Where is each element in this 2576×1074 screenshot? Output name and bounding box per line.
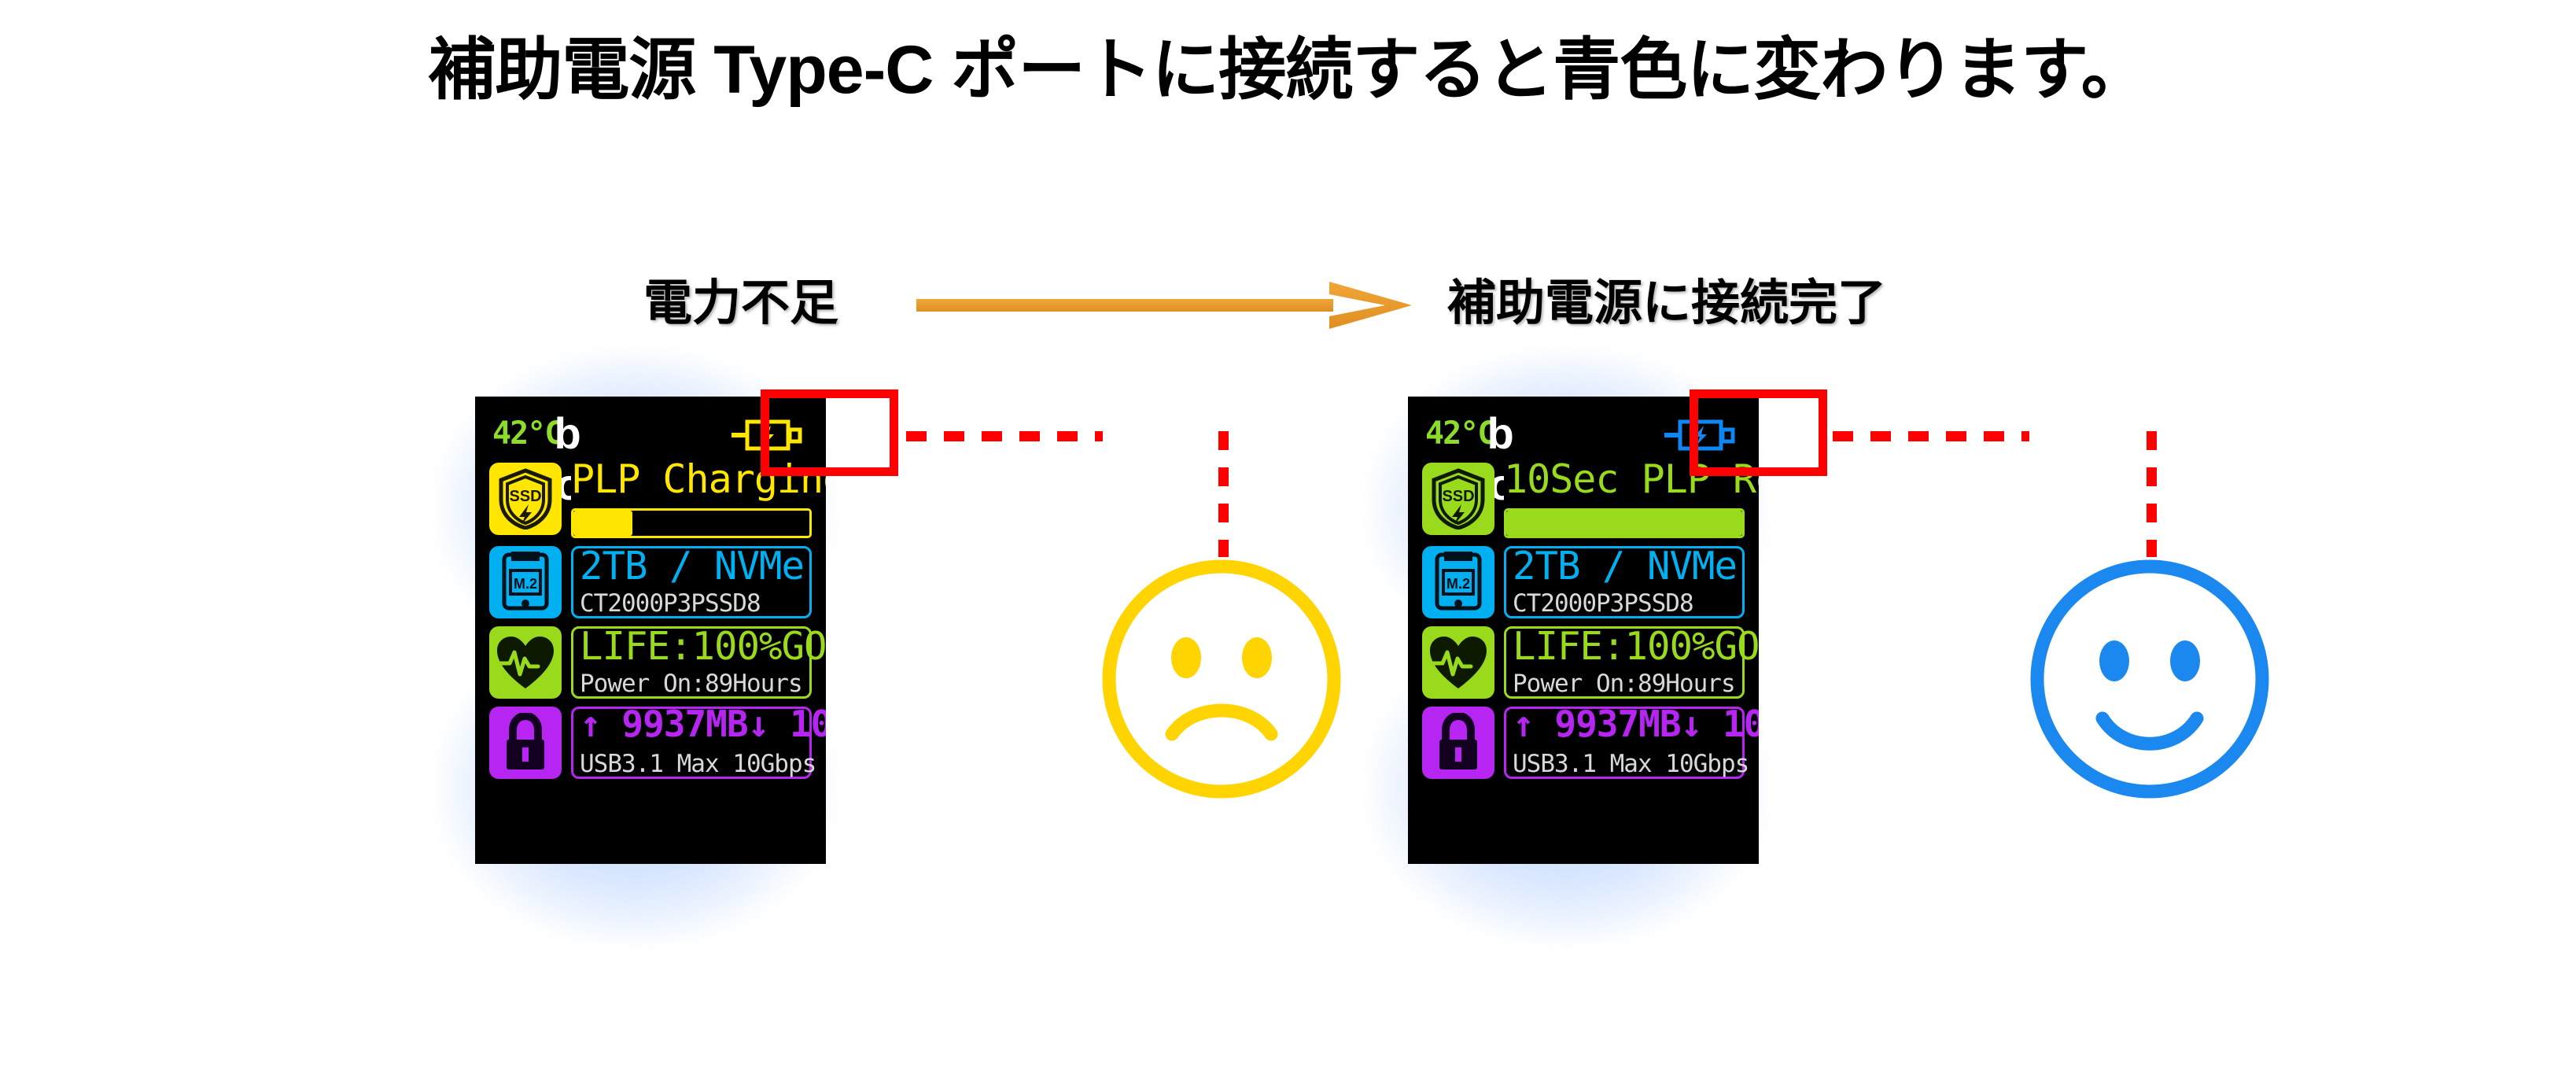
svg-text:SSD: SSD	[1442, 488, 1474, 505]
row-speed-left: ↑ 9937MB ↓ 10521MB USB3.1 Max 10Gbps	[489, 703, 826, 779]
sad-face-left	[1100, 557, 1343, 801]
drive-body-left: 2TB / NVMe Gen3x2 CT2000P3PSSD8	[571, 544, 826, 618]
temperature-right: 42°C	[1425, 415, 1496, 452]
plp-status-left: PLP Charging	[571, 456, 826, 502]
svg-text:M.2: M.2	[1446, 576, 1470, 592]
life-percent-right: LIFE:100%	[1513, 624, 1715, 669]
caption-insufficient-power: 電力不足	[643, 276, 839, 330]
caption-row: 電力不足 補助電源に接続完了	[0, 260, 2576, 335]
download-speed-right: ↓ 10521MB	[1680, 703, 1759, 745]
health-line1-left: LIFE:100% GOOD	[580, 624, 826, 669]
usb-mode-right: USB3.1 Max 10Gbps	[1513, 750, 1749, 778]
device-screen-right: 42°C dockcase SSD	[1408, 397, 1759, 864]
m2-ssd-icon-right: M.2	[1422, 546, 1494, 618]
heart-pulse-icon-right	[1422, 626, 1494, 699]
heart-pulse-icon-left	[489, 626, 562, 699]
temperature-left: 42°C	[492, 415, 563, 452]
connector-horizontal-left	[906, 431, 1103, 441]
plp-progress-right	[1504, 508, 1745, 538]
power-on-label-right: Power On:	[1513, 670, 1638, 698]
ssd-shield-icon-left: SSD	[489, 463, 562, 535]
highlight-box-right	[1690, 389, 1827, 476]
connector-vertical-right	[2147, 431, 2157, 557]
row-health-left: LIFE:100% GOOD Power On: 89Hours	[489, 624, 826, 699]
plp-status-right: 10Sec PLP Ready	[1504, 456, 1759, 502]
usb-mode-left: USB3.1 Max 10Gbps	[580, 750, 816, 778]
drive-model-right: CT2000P3PSSD8	[1513, 589, 1694, 618]
page-title: 補助電源 Type-C ポートに接続すると青色に変わります。	[428, 32, 2148, 108]
svg-text:M.2: M.2	[514, 576, 537, 592]
row-health-right: LIFE:100% GOOD Power On: 89Hours	[1422, 624, 1759, 699]
upload-speed-right: ↑ 9937MB	[1513, 703, 1682, 745]
health-line2-right: Power On: 89Hours	[1513, 670, 1736, 698]
connector-vertical-left	[1218, 431, 1229, 557]
svg-text:SSD: SSD	[509, 488, 541, 505]
power-on-value-right: 89Hours	[1637, 670, 1736, 698]
arrow-right-icon	[916, 282, 1412, 329]
speed-body-left: ↑ 9937MB ↓ 10521MB USB3.1 Max 10Gbps	[571, 703, 826, 779]
transition-arrow	[916, 282, 1412, 329]
lock-icon-left	[489, 707, 562, 779]
row-speed-right: ↑ 9937MB ↓ 10521MB USB3.1 Max 10Gbps	[1422, 703, 1759, 779]
speed-body-right: ↑ 9937MB ↓ 10521MB USB3.1 Max 10Gbps	[1504, 703, 1759, 779]
speed-line1-right: ↑ 9937MB ↓ 10521MB	[1513, 703, 1759, 745]
health-line1-right: LIFE:100% GOOD	[1513, 624, 1759, 669]
row-drive-right: M.2 2TB / NVMe Gen3x2 CT2000P3PSSD8	[1422, 544, 1759, 618]
highlight-box-left	[761, 389, 898, 476]
lock-icon-right	[1422, 707, 1494, 779]
life-percent-left: LIFE:100%	[580, 624, 783, 669]
connector-horizontal-right	[1833, 431, 2029, 441]
health-body-right: LIFE:100% GOOD Power On: 89Hours	[1504, 624, 1759, 699]
power-on-label-left: Power On:	[580, 670, 706, 698]
happy-face-right	[2028, 557, 2272, 801]
download-speed-left: ↓ 10521MB	[747, 703, 826, 745]
health-status-left: GOOD	[781, 624, 826, 669]
health-status-right: GOOD	[1714, 624, 1759, 669]
row-drive-left: M.2 2TB / NVMe Gen3x2 CT2000P3PSSD8	[489, 544, 826, 618]
ssd-shield-icon-right: SSD	[1422, 463, 1494, 535]
plp-progress-fill-right	[1506, 511, 1742, 536]
speed-line1-left: ↑ 9937MB ↓ 10521MB	[580, 703, 826, 745]
plp-progress-fill-left	[573, 511, 632, 536]
drive-model-left: CT2000P3PSSD8	[580, 589, 761, 618]
caption-aux-connected: 補助電源に接続完了	[1447, 276, 1887, 330]
drive-spec-right: 2TB / NVMe Gen3x2	[1513, 544, 1759, 589]
m2-ssd-icon-left: M.2	[489, 546, 562, 618]
health-line2-left: Power On: 89Hours	[580, 670, 803, 698]
plp-progress-left	[571, 508, 812, 538]
drive-spec-left: 2TB / NVMe Gen3x2	[580, 544, 826, 589]
health-body-left: LIFE:100% GOOD Power On: 89Hours	[571, 624, 826, 699]
upload-speed-left: ↑ 9937MB	[580, 703, 749, 745]
power-on-value-left: 89Hours	[704, 670, 803, 698]
battery-charging-icon-right	[1663, 419, 1738, 452]
drive-body-right: 2TB / NVMe Gen3x2 CT2000P3PSSD8	[1504, 544, 1759, 618]
